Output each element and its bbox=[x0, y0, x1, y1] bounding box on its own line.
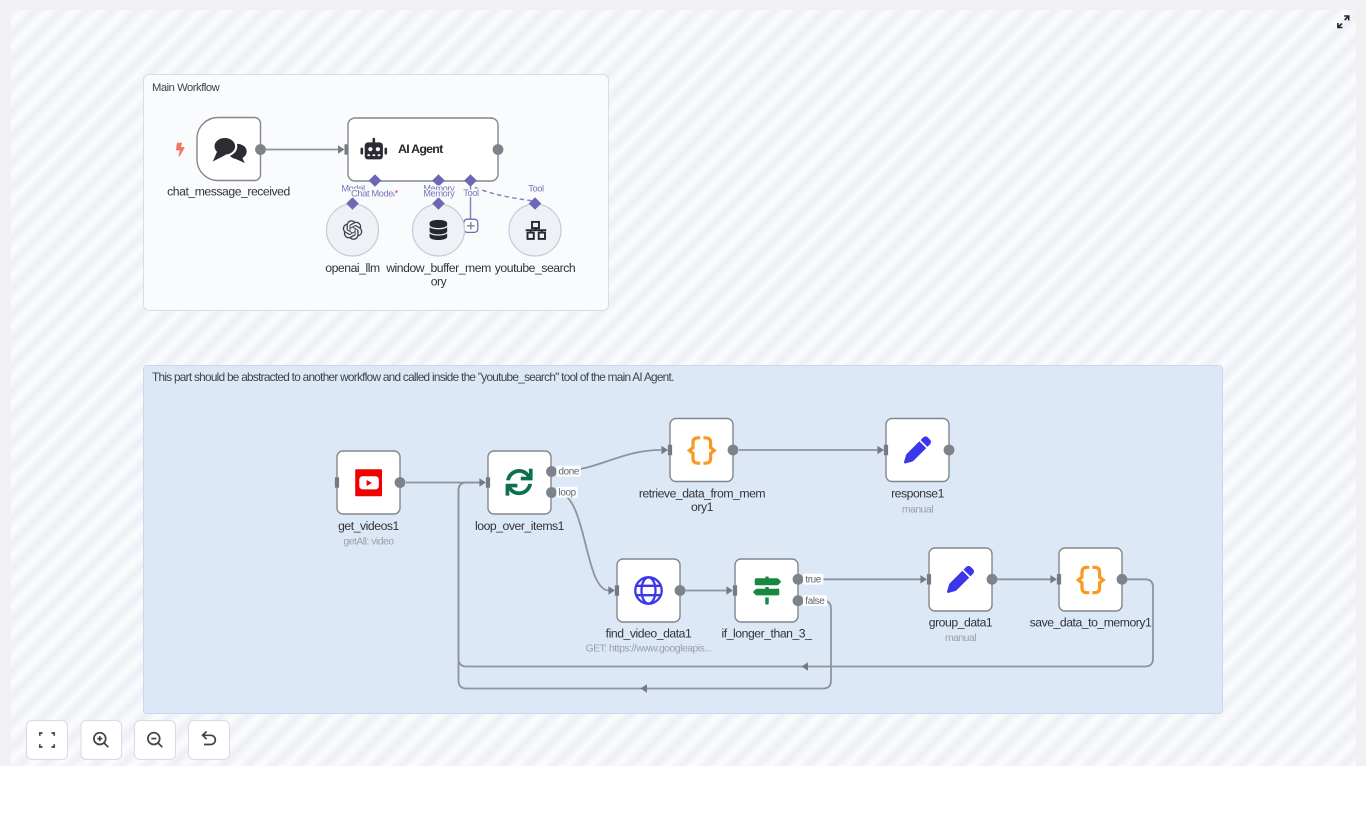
svg-text:Chat Model*: Chat Model* bbox=[351, 189, 399, 199]
svg-text:Memory: Memory bbox=[423, 189, 455, 199]
svg-text:Tool: Tool bbox=[528, 183, 544, 193]
svg-text:true: true bbox=[805, 574, 821, 585]
svg-text:false: false bbox=[805, 596, 825, 607]
svg-text:retrieve_data_from_mem: retrieve_data_from_mem bbox=[639, 487, 766, 501]
svg-text:youtube_search: youtube_search bbox=[495, 261, 575, 275]
svg-text:save_data_to_memory1: save_data_to_memory1 bbox=[1030, 616, 1152, 630]
svg-text:loop: loop bbox=[559, 488, 577, 499]
svg-text:AI Agent: AI Agent bbox=[398, 142, 443, 156]
svg-text:window_buffer_mem: window_buffer_mem bbox=[385, 261, 491, 275]
svg-text:done: done bbox=[559, 467, 580, 478]
svg-text:ory1: ory1 bbox=[691, 500, 714, 514]
svg-text:Model: Model bbox=[341, 183, 365, 193]
svg-text:openai_llm: openai_llm bbox=[325, 261, 380, 275]
svg-text:ory: ory bbox=[431, 275, 448, 289]
svg-text:find_video_data1: find_video_data1 bbox=[606, 627, 692, 641]
svg-text:group_data1: group_data1 bbox=[929, 616, 993, 630]
svg-text:Tool: Tool bbox=[463, 188, 479, 198]
svg-text:if_longer_than_3_: if_longer_than_3_ bbox=[722, 627, 813, 641]
svg-text:manual: manual bbox=[945, 633, 976, 644]
svg-text:getAll: video: getAll: video bbox=[343, 537, 394, 548]
svg-text:chat_message_received: chat_message_received bbox=[167, 185, 290, 199]
svg-text:GET: https://www.googleapis...: GET: https://www.googleapis... bbox=[586, 644, 712, 655]
svg-text:Memory: Memory bbox=[423, 183, 455, 193]
svg-text:manual: manual bbox=[902, 505, 933, 516]
svg-text:loop_over_items1: loop_over_items1 bbox=[475, 519, 565, 533]
svg-text:get_videos1: get_videos1 bbox=[338, 519, 399, 533]
svg-text:response1: response1 bbox=[891, 487, 945, 501]
